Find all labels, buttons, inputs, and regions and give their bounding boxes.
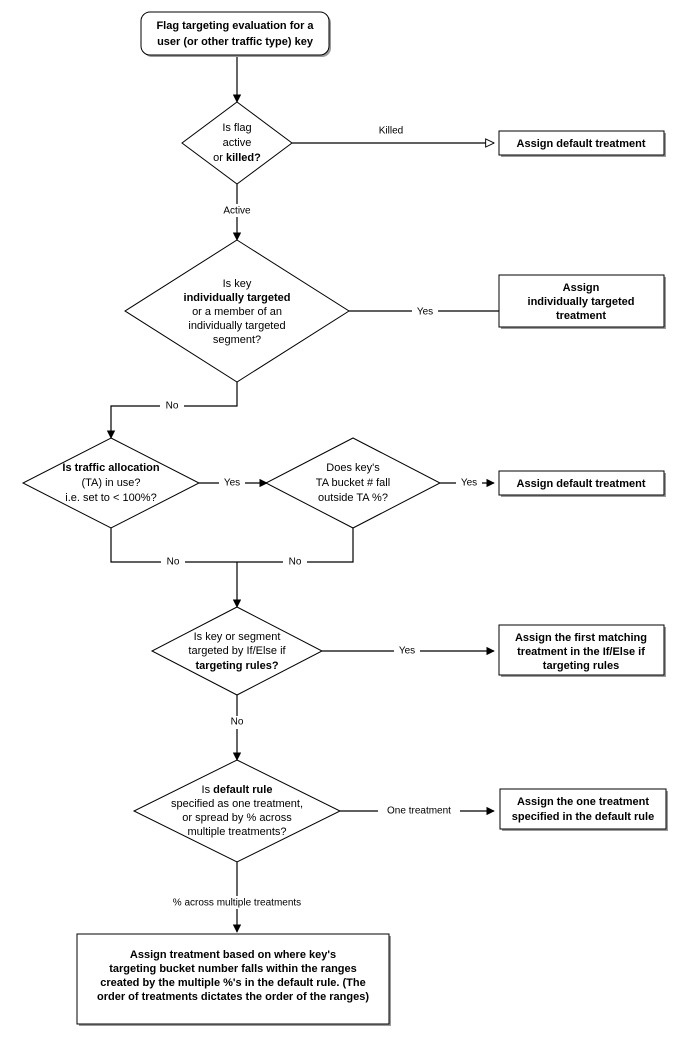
node-assign-spread-treatment: Assign treatment based on where key's ta… (76, 933, 391, 1026)
decision-individually-line-4: individually targeted (188, 320, 285, 332)
decision-ta-line-3: i.e. set to < 100%? (65, 492, 156, 504)
edge-label-layer: Killed Active Yes No Yes No Yes No Yes N… (159, 124, 482, 909)
assign-spread-line-3: created by the multiple %'s in the defau… (100, 977, 365, 989)
edge-label-individually-yes: Yes (417, 307, 433, 318)
assign-spread-line-2: targeting bucket number falls within the… (109, 963, 357, 975)
connector-ta-bucket-no (237, 528, 354, 563)
edge-label-bucket-yes: Yes (461, 478, 477, 489)
decision-default-rule-line-4: multiple treatments? (187, 826, 286, 838)
decision-bucket-line-2: TA bucket # fall (316, 477, 390, 489)
assign-spread-line-4: order of treatments dictates the order o… (97, 991, 369, 1003)
node-start: Flag targeting evaluation for a user (or… (140, 11, 331, 57)
decision-individually-line-3: or a member of an (192, 306, 282, 318)
assign-individually-line-2: individually targeted (528, 296, 635, 308)
decision-rules-line-1: Is key or segment (194, 631, 281, 643)
edge-label-ta-no: No (167, 557, 180, 568)
edge-label-active: Active (223, 206, 251, 217)
edge-label-killed: Killed (379, 126, 403, 137)
node-decision-flag-state: Is flag active or killed? (181, 101, 293, 185)
assign-default-ta-line-1: Assign default treatment (517, 478, 646, 490)
decision-bucket-line-1: Does key's (326, 462, 380, 474)
start-line-1: Flag targeting evaluation for a (156, 20, 314, 32)
decision-rules-line-3: targeting rules? (195, 660, 278, 672)
node-decision-targeting-rules: Is key or segment targeted by If/Else if… (150, 606, 324, 696)
decision-rules-line-2: targeted by If/Else if (188, 645, 286, 657)
assign-individually-line-1: Assign (563, 282, 600, 294)
decision-bucket-line-3: outside TA %? (318, 492, 388, 504)
edge-label-rules-no: No (231, 717, 244, 728)
assign-one-treatment-line-2: specified in the default rule (512, 811, 654, 823)
edge-label-bucket-no: No (289, 557, 302, 568)
decision-individually-line-2: individually targeted (184, 292, 291, 304)
assign-first-matching-line-3: targeting rules (543, 660, 619, 672)
decision-flag-state-line-1: Is flag (222, 122, 251, 134)
assign-first-matching-line-2: treatment in the If/Else if (517, 646, 645, 658)
assign-spread-line-1: Assign treatment based on where key's (130, 949, 336, 961)
decision-individually-line-1: Is key (223, 278, 252, 290)
decision-ta-line-1: Is traffic allocation (62, 462, 159, 474)
node-assign-individually-targeted: Assign individually targeted treatment (498, 274, 666, 329)
decision-individually-line-5: segment? (213, 334, 261, 346)
node-assign-first-matching: Assign the first matching treatment in t… (498, 624, 666, 677)
node-decision-ta-bucket: Does key's TA bucket # fall outside TA %… (264, 437, 442, 529)
decision-flag-state-line-2: active (223, 137, 252, 149)
assign-first-matching-line-1: Assign the first matching (515, 632, 647, 644)
assign-individually-line-3: treatment (556, 310, 606, 322)
decision-flag-state-line-3: or killed? (213, 152, 261, 164)
decision-ta-line-2: (TA) in use? (81, 477, 140, 489)
edge-label-percent-across: % across multiple treatments (173, 898, 301, 909)
connector-traffic-allocation-no (110, 528, 237, 563)
node-decision-individually-targeted: Is key individually targeted or a member… (124, 239, 350, 383)
edge-label-individually-no: No (166, 401, 179, 412)
node-assign-default-ta: Assign default treatment (498, 470, 666, 497)
node-decision-default-rule: Is default rule specified as one treatme… (132, 759, 342, 863)
edge-label-rules-yes: Yes (399, 646, 415, 657)
node-assign-one-treatment: Assign the one treatment specified in th… (499, 788, 668, 831)
decision-default-rule-line-1: Is default rule (202, 784, 273, 796)
start-line-2: user (or other traffic type) key (157, 36, 314, 48)
edge-label-one-treatment: One treatment (387, 806, 451, 817)
assign-default-killed-line-1: Assign default treatment (517, 138, 646, 150)
decision-default-rule-line-2: specified as one treatment, (171, 798, 303, 810)
decision-default-rule-line-3: or spread by % across (182, 812, 292, 824)
edge-label-ta-yes: Yes (224, 478, 240, 489)
assign-one-treatment-line-1: Assign the one treatment (517, 796, 649, 808)
node-decision-traffic-allocation: Is traffic allocation (TA) in use? i.e. … (21, 437, 201, 529)
node-assign-default-killed: Assign default treatment (498, 130, 666, 157)
